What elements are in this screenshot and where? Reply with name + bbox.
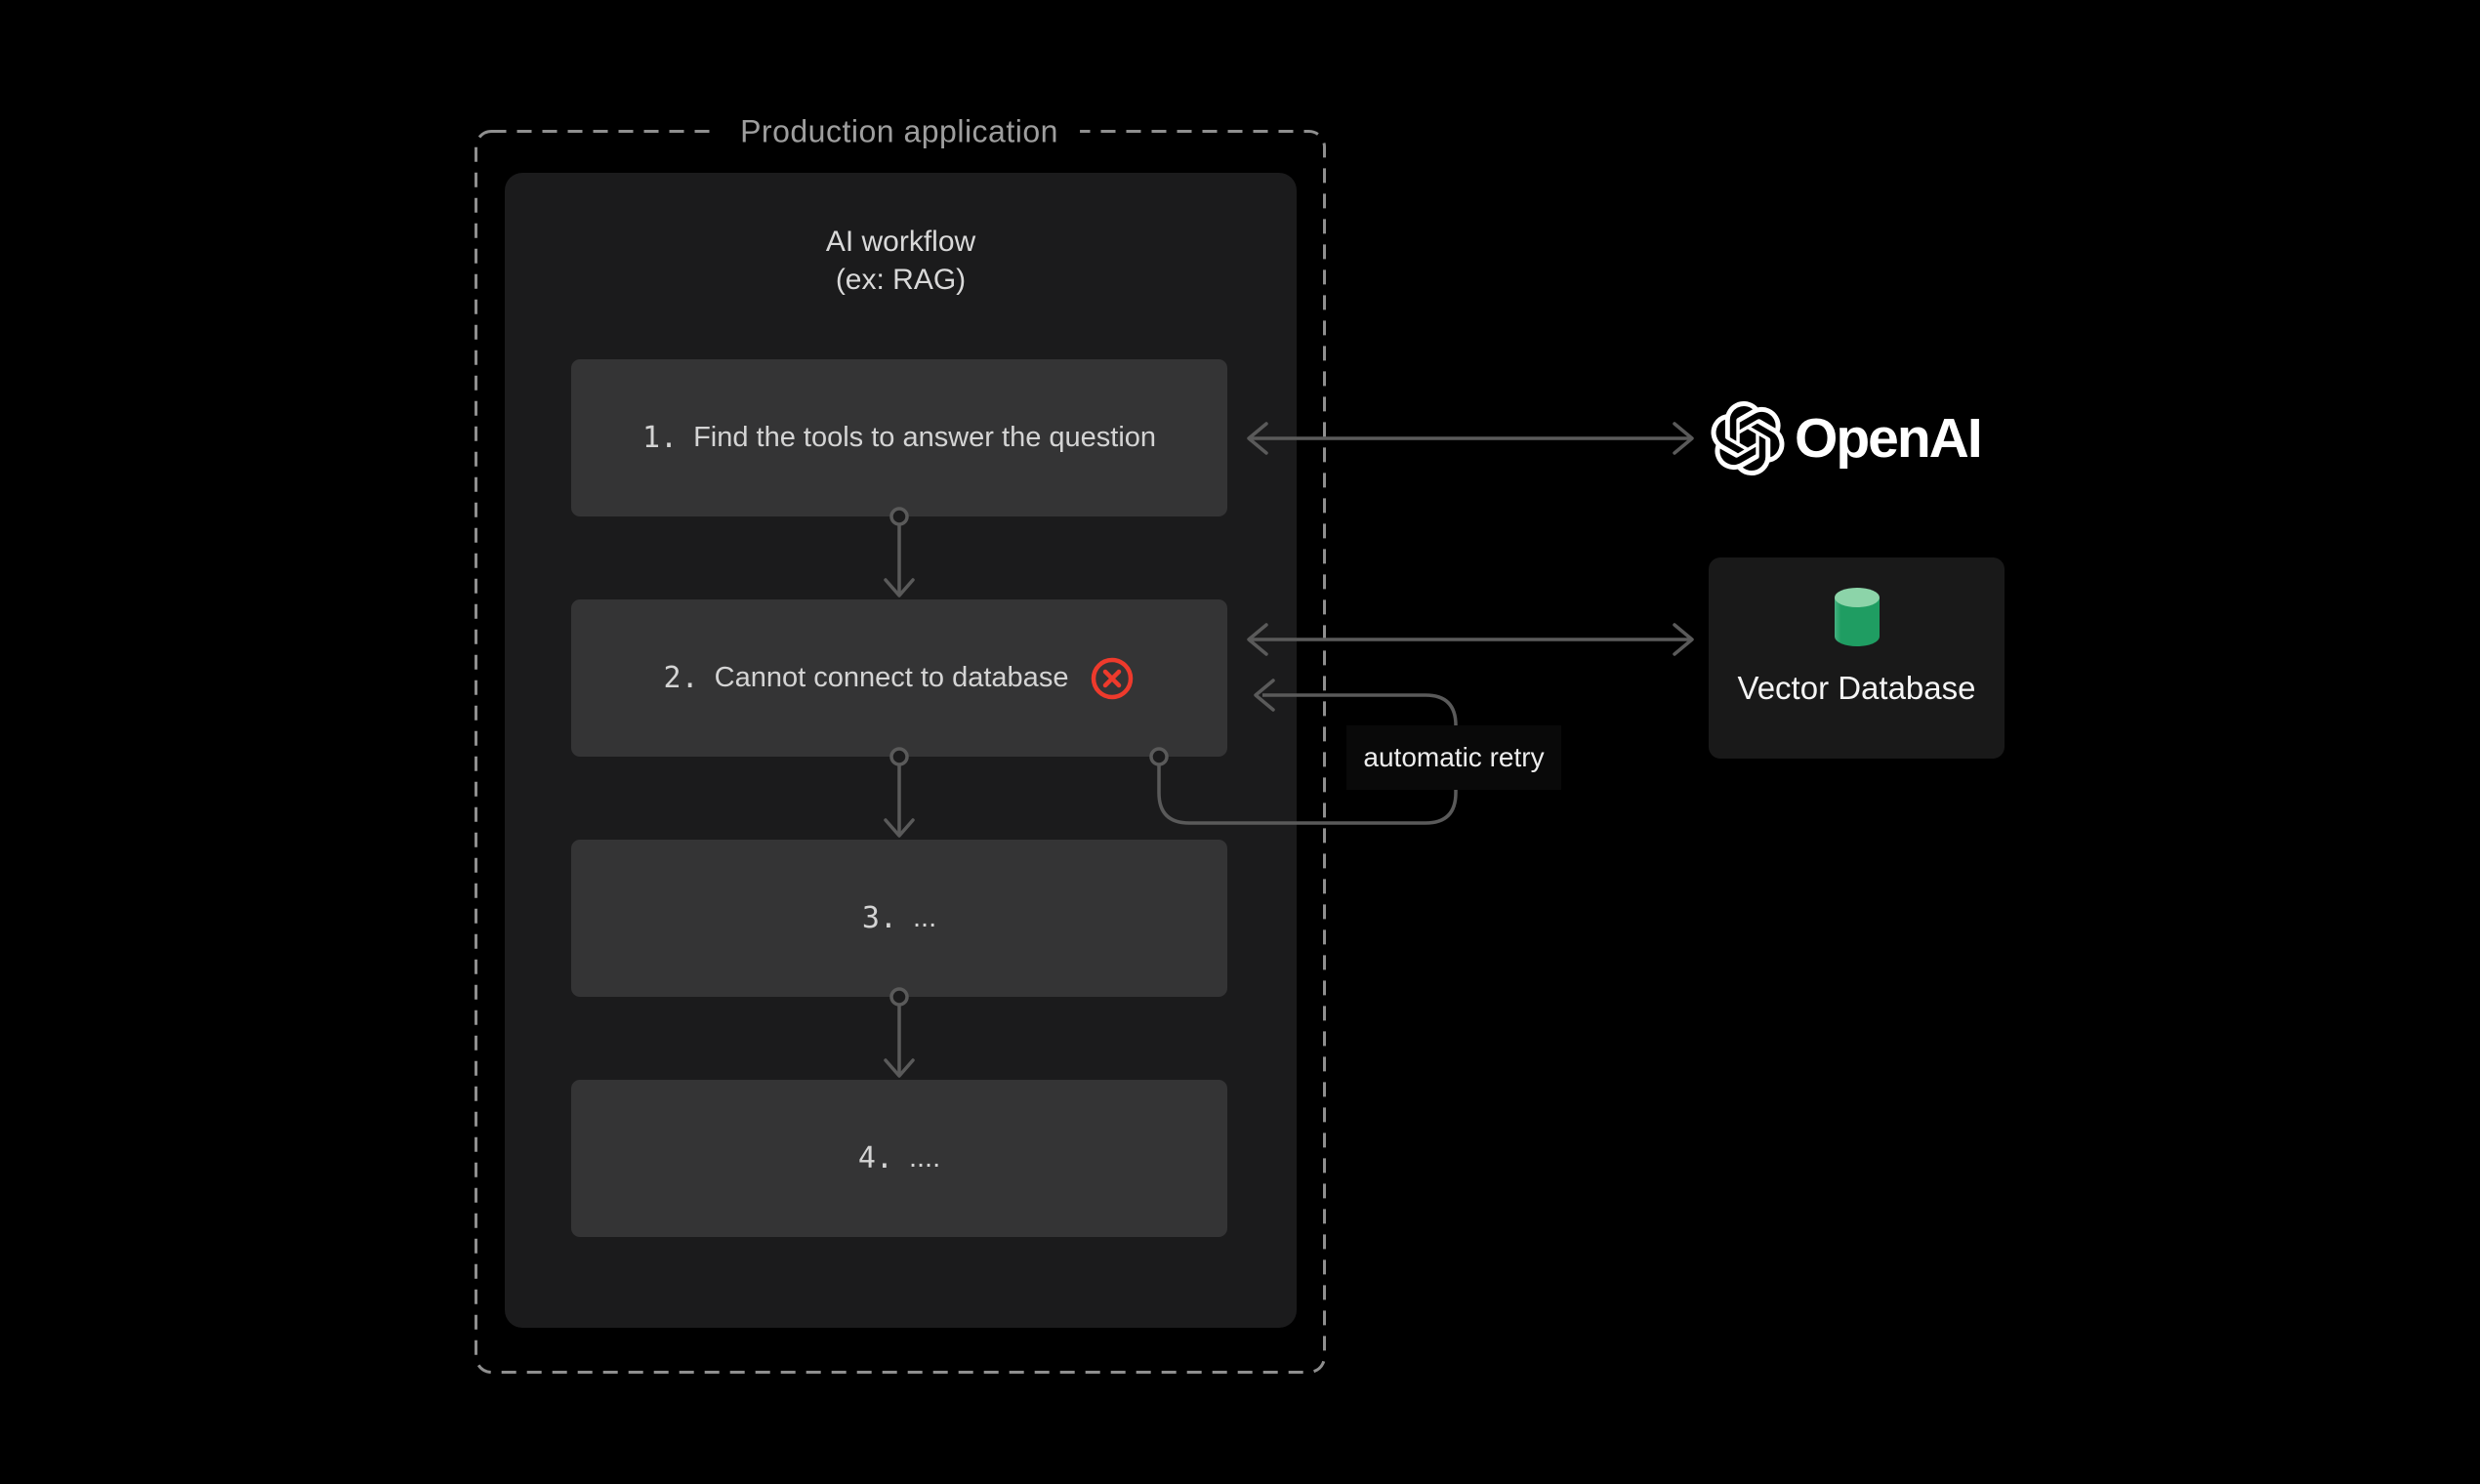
retry-loop-arrow-icon bbox=[1149, 679, 1458, 825]
production-label: Production application bbox=[719, 113, 1080, 150]
retry-label: automatic retry bbox=[1346, 725, 1561, 790]
step-text: .... bbox=[908, 1142, 941, 1174]
step-number: 3. bbox=[861, 901, 897, 935]
workflow-step-1: 1. Find the tools to answer the question bbox=[571, 359, 1227, 516]
openai-link-double-arrow-icon bbox=[1247, 422, 1694, 455]
error-circle-x-icon bbox=[1090, 656, 1135, 701]
workflow-step-2: 2. Cannot connect to database bbox=[571, 599, 1227, 757]
step-number: 1. bbox=[641, 421, 679, 455]
workflow-title: AI workflow (ex: RAG) bbox=[505, 223, 1297, 299]
step-number: 4. bbox=[857, 1141, 893, 1175]
down-arrow-connector-icon bbox=[884, 987, 915, 1078]
vectordb-link-double-arrow-icon bbox=[1247, 623, 1694, 656]
workflow-subtitle: (ex: RAG) bbox=[835, 264, 967, 296]
workflow-title-line: AI workflow bbox=[825, 226, 976, 258]
openai-logo-icon bbox=[1711, 401, 1785, 480]
database-cylinder-icon bbox=[1834, 588, 1880, 646]
vector-database-label: Vector Database bbox=[1737, 670, 1976, 706]
step-text: ... bbox=[912, 902, 937, 933]
down-arrow-connector-icon bbox=[884, 747, 915, 838]
step-text: Cannot connect to database bbox=[714, 662, 1069, 693]
openai-wordmark: OpenAI bbox=[1795, 407, 1983, 470]
workflow-step-3: 3. ... bbox=[571, 840, 1227, 997]
workflow-step-4: 4. .... bbox=[571, 1080, 1227, 1237]
step-text: Find the tools to answer the question bbox=[693, 422, 1157, 453]
vector-database-card: Vector Database bbox=[1709, 557, 2005, 759]
down-arrow-connector-icon bbox=[884, 507, 915, 598]
step-number: 2. bbox=[663, 661, 699, 695]
